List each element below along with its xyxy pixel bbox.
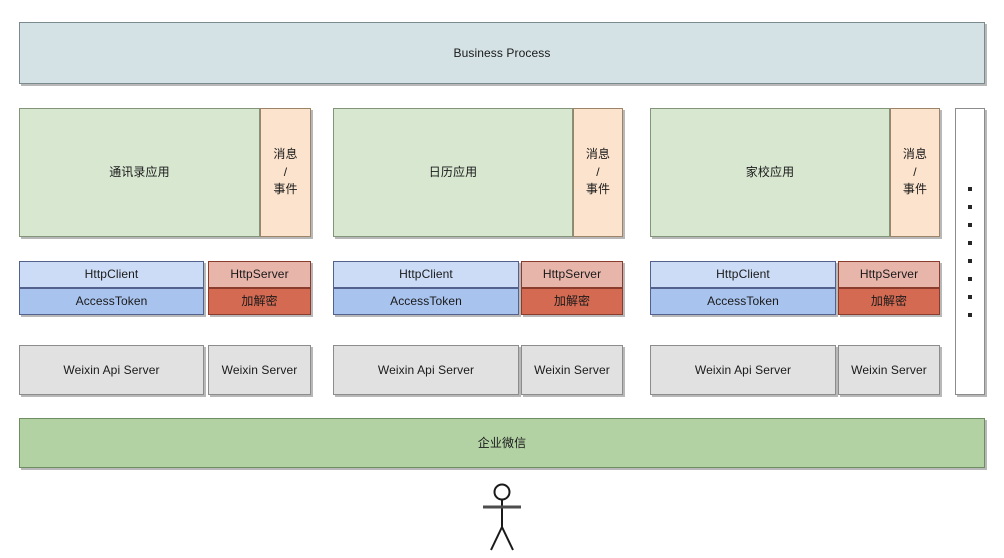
access-token-1[interactable]: AccessToken [19,288,204,315]
user-actor[interactable] [466,483,538,553]
message-event-line-2: / [913,164,917,179]
http-server-label-3: HttpServer [859,267,919,282]
http-client-label-3: HttpClient [716,267,770,282]
weixin-api-server-label-3: Weixin Api Server [694,362,792,377]
message-event-line-3: 事件 [273,182,298,197]
app-block-3[interactable]: 家校应用 [650,108,890,237]
user-actor-icon [483,483,521,551]
http-client-3[interactable]: HttpClient [650,261,836,288]
message-event-label-2: 消息 / 事件 [586,146,610,198]
ellipsis-dot-icon [968,294,972,299]
http-client-label-1: HttpClient [84,267,139,282]
weixin-server-label-3: Weixin Server [851,362,927,377]
weixin-server-2[interactable]: Weixin Server [521,345,623,395]
ellipsis-dot-icon [968,240,972,245]
weixin-api-server-3[interactable]: Weixin Api Server [650,345,836,395]
crypto-label-1: 加解密 [241,294,278,309]
access-token-2[interactable]: AccessToken [333,288,519,315]
message-event-line-2: / [596,164,600,179]
weixin-api-server-2[interactable]: Weixin Api Server [333,345,519,395]
ellipsis-dot-icon [968,204,972,209]
app-block-2[interactable]: 日历应用 [333,108,573,237]
ellipsis-dot-icon [968,276,972,281]
weixin-server-label-2: Weixin Server [534,362,610,377]
http-server-3[interactable]: HttpServer [838,261,940,288]
weixin-server-1[interactable]: Weixin Server [208,345,311,395]
crypto-3[interactable]: 加解密 [838,288,940,315]
weixin-api-server-label-1: Weixin Api Server [63,362,160,377]
message-event-line-3: 事件 [902,182,928,197]
http-server-label-2: HttpServer [542,267,602,282]
http-server-2[interactable]: HttpServer [521,261,623,288]
business-process-band[interactable]: Business Process [19,22,985,84]
message-event-label-1: 消息 / 事件 [273,146,297,198]
weixin-api-server-label-2: Weixin Api Server [377,362,475,377]
message-event-line-3: 事件 [585,182,611,197]
http-client-1[interactable]: HttpClient [19,261,204,288]
ellipsis-dot-icon [968,186,972,191]
weixin-api-server-1[interactable]: Weixin Api Server [19,345,204,395]
wecom-platform-label: 企业微信 [477,435,527,450]
wecom-platform-band[interactable]: 企业微信 [19,418,985,468]
ellipsis-dot-icon [968,312,972,317]
message-event-line-1: 消息 [902,147,928,162]
app-message-event-1[interactable]: 消息 / 事件 [260,108,311,237]
app-message-event-2[interactable]: 消息 / 事件 [573,108,623,237]
weixin-server-label-1: Weixin Server [221,362,298,377]
message-event-label-3: 消息 / 事件 [903,146,927,198]
message-event-line-1: 消息 [585,147,611,162]
http-server-1[interactable]: HttpServer [208,261,311,288]
app-label-1: 通讯录应用 [109,165,170,180]
http-client-label-2: HttpClient [399,267,453,282]
access-token-label-3: AccessToken [707,294,779,309]
business-process-label: Business Process [453,45,551,60]
ellipsis-dot-icon [968,258,972,263]
message-event-line-1: 消息 [273,147,298,162]
app-label-2: 日历应用 [428,165,478,180]
access-token-3[interactable]: AccessToken [650,288,836,315]
app-message-event-3[interactable]: 消息 / 事件 [890,108,940,237]
http-server-label-1: HttpServer [230,267,289,282]
crypto-2[interactable]: 加解密 [521,288,623,315]
app-label-3: 家校应用 [745,165,795,180]
weixin-server-3[interactable]: Weixin Server [838,345,940,395]
more-applications-column[interactable] [955,108,985,395]
crypto-label-2: 加解密 [553,294,591,309]
access-token-label-1: AccessToken [75,294,148,309]
message-event-line-2: / [283,164,288,179]
http-client-2[interactable]: HttpClient [333,261,519,288]
crypto-label-3: 加解密 [870,294,908,309]
access-token-label-2: AccessToken [390,294,462,309]
ellipsis-dot-icon [968,222,972,227]
app-block-1[interactable]: 通讯录应用 [19,108,260,237]
crypto-1[interactable]: 加解密 [208,288,311,315]
